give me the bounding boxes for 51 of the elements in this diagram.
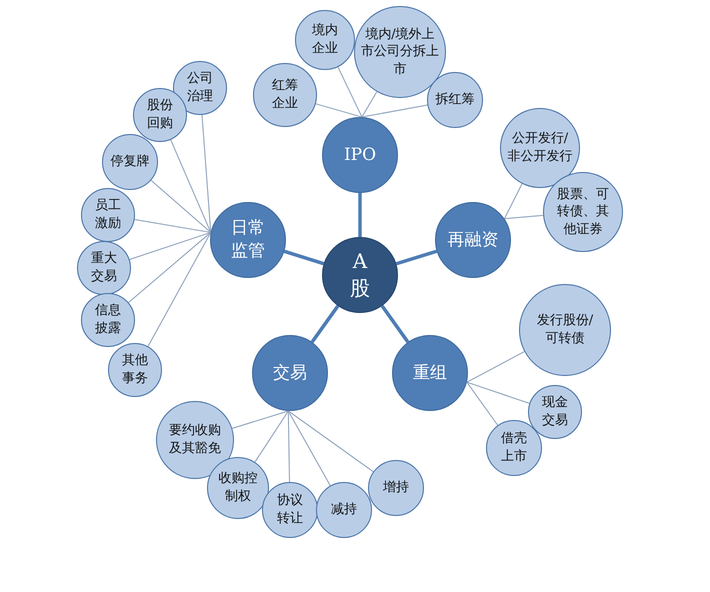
subtopic-circle: 借壳上市 [486,420,542,476]
subtopic-circle: 收购控制权 [207,457,269,519]
subtopic-circle: 公开发行/非公开发行 [500,108,580,188]
connector-line [337,66,362,118]
connector-line [361,91,378,118]
topic-circle: 再融资 [435,202,511,278]
connector-line [148,232,212,347]
connector-line [170,139,212,233]
connector-line [504,214,544,220]
connector-line [288,410,374,472]
connector-line [380,304,410,344]
connector-line [150,180,212,233]
connector-line [310,304,340,344]
connector-line [466,351,525,383]
subtopic-circle: 重大交易 [77,241,131,295]
connector-line [361,104,428,118]
subtopic-circle: 股份回购 [133,88,187,142]
subtopic-circle: 拆红筹 [427,72,483,128]
topic-circle: 交易 [252,335,328,411]
subtopic-circle: 红筹企业 [253,63,317,127]
connector-line [396,250,438,266]
connector-line [504,183,523,220]
topic-circle: 重组 [392,335,468,411]
subtopic-circle: 停复牌 [102,134,158,190]
connector-line [232,410,289,429]
connector-line [202,114,212,233]
subtopic-circle: 公司治理 [173,61,227,115]
topic-circle: IPO [322,117,398,193]
center-circle: A股 [322,237,398,313]
subtopic-circle: 协议转让 [262,482,318,538]
subtopic-circle: 其他事务 [108,343,162,397]
subtopic-circle: 股票、可转债、其他证券 [543,172,623,252]
subtopic-circle: 减持 [316,482,372,538]
connector-line [284,250,324,266]
connector-line [466,382,530,404]
connector-line [358,193,362,237]
subtopic-circle: 现金交易 [528,385,582,439]
subtopic-circle: 增持 [368,460,424,516]
connector-line [128,232,212,303]
subtopic-circle: 信息披露 [81,293,135,347]
subtopic-circle: 境内企业 [295,10,355,70]
topic-circle: 日常监管 [210,202,286,278]
connector-line [288,410,290,482]
connector-line [254,410,289,463]
connector-line [288,410,331,486]
subtopic-circle: 员工激励 [81,188,135,242]
connector-line [134,219,212,233]
subtopic-circle: 发行股份/可转债 [519,284,611,376]
connector-line [315,103,362,118]
connector-line [129,232,212,260]
connector-line [466,382,498,426]
